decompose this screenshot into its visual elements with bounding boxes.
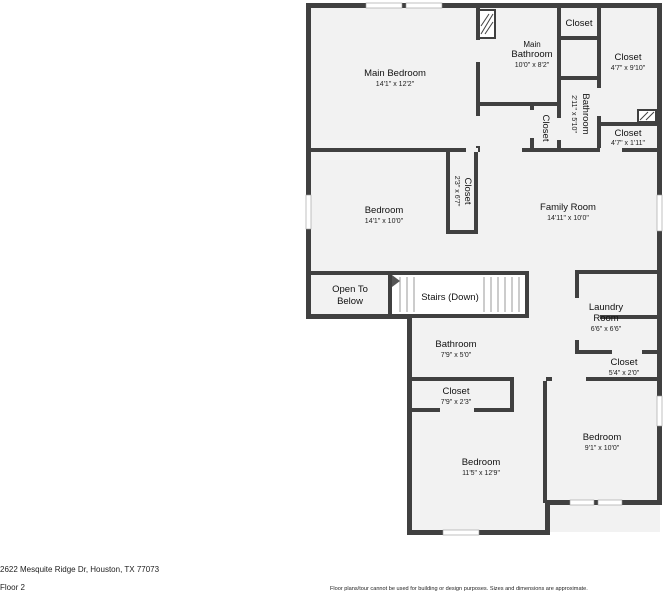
room-name: Stairs (Down)	[421, 292, 479, 303]
room-dimensions: 7'9" x 5'0"	[441, 352, 472, 359]
room-name: Closet	[611, 357, 638, 368]
room-name: Bedroom	[462, 457, 501, 468]
room-name-line1: Open To	[332, 284, 368, 295]
room-open-to-below: Open To Below	[332, 284, 368, 307]
room-dimensions: 10'0" x 8'2"	[515, 62, 550, 69]
room-name: Closet	[566, 18, 593, 29]
room-name: Bathroom	[580, 93, 591, 134]
door-openings	[440, 40, 642, 412]
room-bathroom-lower: Bathroom 7'9" x 5'0"	[435, 339, 476, 359]
room-dimensions: 14'1" x 12'2"	[376, 81, 415, 88]
room-closet-small-right: Closet 4'7" x 1'11"	[611, 128, 645, 147]
room-name-line1: Main	[523, 40, 540, 49]
room-name: Family Room	[540, 202, 596, 213]
room-dimensions: 4'7" x 1'11"	[611, 140, 645, 147]
room-dimensions: 6'6" x 6'6"	[591, 326, 622, 333]
room-laundry: Laundry Room 6'6" x 6'6"	[589, 302, 624, 333]
room-name: Closet	[615, 128, 642, 139]
vent-marks	[478, 9, 657, 123]
room-name-line2: Bathroom	[511, 49, 552, 60]
room-name: Closet	[443, 386, 470, 397]
room-closet-vertical: Closet	[540, 115, 551, 142]
room-name-line2: Below	[337, 296, 363, 307]
room-name: Closet	[540, 115, 551, 142]
disclaimer-text: Floor plans/tour cannot be used for buil…	[330, 586, 588, 592]
room-family-room: Family Room 14'11" x 10'0"	[540, 202, 596, 222]
room-name: Bedroom	[583, 432, 622, 443]
room-dimensions: 7'9" x 2'3"	[441, 399, 472, 406]
address-label: 2622 Mesquite Ridge Dr, Houston, TX 7707…	[0, 565, 160, 574]
floor-fills	[308, 4, 660, 532]
room-bedroom-bottom: Bedroom 11'5" x 12'9"	[462, 457, 501, 477]
room-closet-top: Closet	[566, 18, 593, 29]
interior-walls	[308, 6, 660, 503]
room-dimensions: 2'3" x 6'7"	[453, 176, 460, 207]
room-bathroom-small: Bathroom 2'11" x 5'10"	[570, 93, 591, 134]
room-closet-lower: Closet 7'9" x 2'3"	[441, 386, 472, 406]
room-dimensions: 2'11" x 5'10"	[570, 95, 577, 133]
stairs	[392, 275, 525, 314]
room-name: Closet	[615, 52, 642, 63]
room-bedroom-right: Bedroom 9'1" x 10'0"	[583, 432, 622, 452]
room-bedroom-left: Bedroom 14'1" x 10'0"	[365, 205, 404, 225]
room-name-line2: Room	[593, 313, 618, 324]
room-dimensions: 4'7" x 9'10"	[611, 65, 646, 72]
room-name: Main Bedroom	[364, 68, 426, 79]
room-closet-mid: Closet 2'3" x 6'7"	[453, 176, 473, 207]
room-name-line1: Laundry	[589, 302, 624, 313]
room-dimensions: 14'1" x 10'0"	[365, 218, 404, 225]
room-dimensions: 11'5" x 12'9"	[462, 470, 500, 477]
floor-label: Floor 2	[0, 583, 25, 592]
room-main-bedroom: Main Bedroom 14'1" x 12'2"	[364, 68, 426, 88]
room-dimensions: 9'1" x 10'0"	[585, 445, 620, 452]
room-dimensions: 14'11" x 10'0"	[547, 215, 589, 222]
room-name: Closet	[462, 178, 473, 205]
room-closet-laundry: Closet 5'4" x 2'0"	[609, 357, 640, 377]
room-closet-right: Closet 4'7" x 9'10"	[611, 52, 646, 72]
room-main-bathroom: Main Bathroom 10'0" x 8'2"	[511, 40, 552, 69]
windows	[305, 2, 663, 536]
room-name: Bathroom	[435, 339, 476, 350]
room-stairs: Stairs (Down)	[421, 292, 479, 303]
room-dimensions: 5'4" x 2'0"	[609, 370, 640, 377]
room-name: Bedroom	[365, 205, 404, 216]
